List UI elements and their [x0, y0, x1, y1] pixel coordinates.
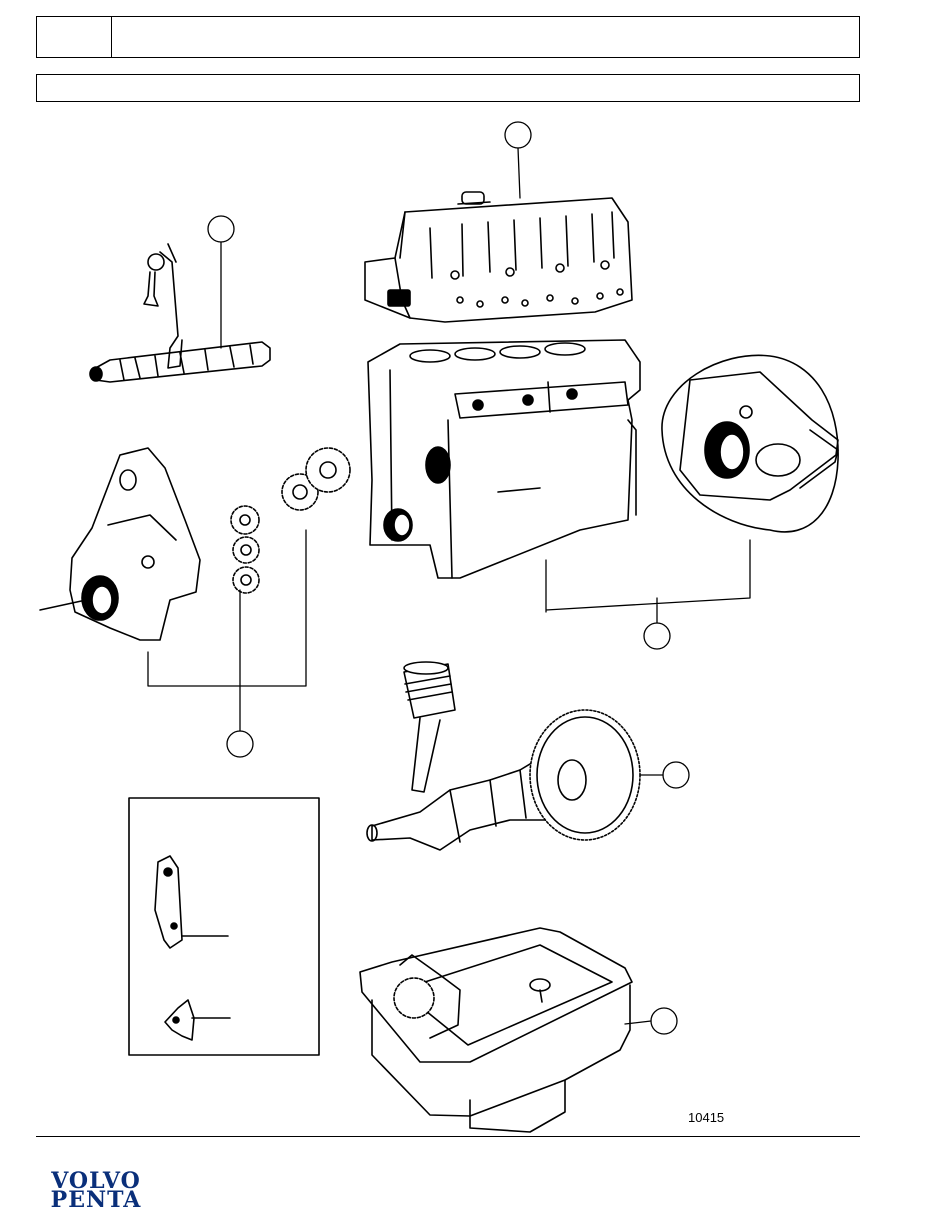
camshaft-part — [89, 243, 271, 383]
crankshaft-flywheel-part — [366, 661, 641, 851]
inset-bracket-box — [128, 797, 320, 1056]
callout-leaders — [147, 121, 751, 1035]
subheader-box — [36, 74, 860, 102]
logo-line-2: PENTA — [50, 1187, 142, 1213]
header-left-cell — [37, 17, 112, 57]
callout-circle-cover — [226, 730, 254, 758]
callout-circle-camshaft — [207, 215, 235, 243]
oil-pan-part — [359, 927, 633, 1133]
logo-line-1: VOLVO — [51, 1168, 141, 1194]
callout-circle-oilpan — [650, 1007, 678, 1035]
callout-circle-block — [643, 622, 671, 650]
flywheel-housing-part — [661, 354, 839, 533]
cylinder-head-part — [364, 191, 633, 323]
timing-cover-part — [39, 447, 201, 641]
header-box — [36, 16, 860, 58]
callout-circle-flywheel — [662, 761, 690, 789]
timing-gears-part — [230, 447, 351, 594]
callout-circle-head — [504, 121, 532, 149]
cylinder-block-part — [367, 339, 641, 579]
figure-number: 10415 — [688, 1110, 725, 1125]
volvo-penta-logo: VOLVO PENTA — [36, 1168, 156, 1213]
footer-rule — [36, 1136, 860, 1137]
